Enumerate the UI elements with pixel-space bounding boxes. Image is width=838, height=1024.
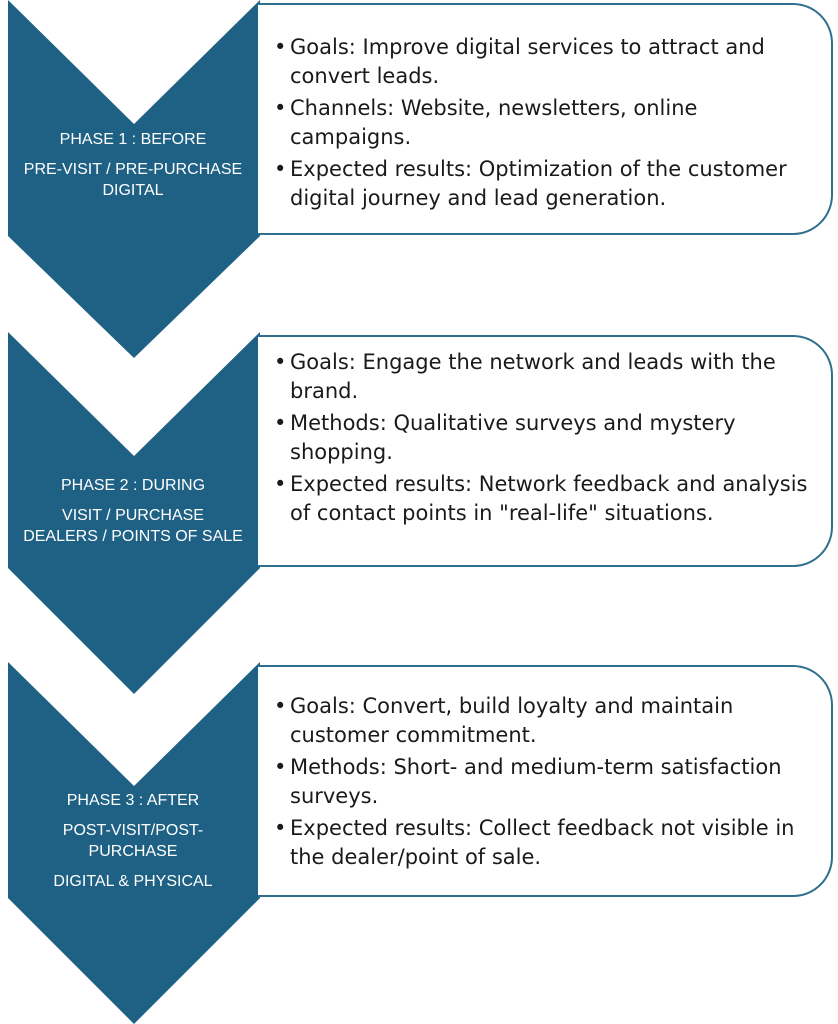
list-item: •Goals: Improve digital services to attr… [274, 35, 765, 88]
phase-1-list: •Goals: Improve digital services to attr… [258, 5, 831, 213]
phase-3-details-box: •Goals: Convert, build loyalty and maint… [258, 665, 833, 897]
phase-1-title: PHASE 1 : BEFORE [59, 131, 207, 148]
phase-3-chevron [0, 662, 260, 1024]
bullet-icon: • [274, 96, 287, 120]
phase-2-title: PHASE 2 : DURING [60, 477, 206, 494]
phase-2-list: •Goals: Engage the network and leads wit… [258, 337, 831, 528]
bullet-icon: • [274, 157, 287, 181]
phase-3-label: PHASE 3 : AFTER POST-VISIT/POST- PURCHAS… [6, 790, 260, 892]
phase-2-subtitle: VISIT / PURCHASE [62, 507, 204, 524]
bullet-icon: • [274, 350, 287, 374]
list-item: •Goals: Engage the network and leads wit… [274, 350, 776, 403]
bullet-icon: • [274, 472, 287, 496]
list-item: •Methods: Short- and medium-term satisfa… [274, 755, 782, 808]
phase-1-subtitle: PRE-VISIT / PRE-PURCHASE [23, 161, 243, 178]
list-item: •Goals: Convert, build loyalty and maint… [274, 694, 734, 747]
phase-3-subtitle-line-2: PURCHASE [88, 843, 178, 860]
phase-1-channel: DIGITAL [102, 182, 164, 199]
list-item: •Methods: Qualitative surveys and myster… [274, 411, 736, 464]
bullet-icon: • [274, 694, 287, 718]
phase-2-details-box: •Goals: Engage the network and leads wit… [258, 335, 833, 567]
phase-2-chevron [0, 332, 260, 694]
phase-2-label: PHASE 2 : DURING VISIT / PURCHASE DEALER… [6, 475, 260, 547]
phase-2-channel: DEALERS / POINTS OF SALE [23, 528, 243, 545]
phase-3-list: •Goals: Convert, build loyalty and maint… [258, 667, 831, 872]
list-item: •Expected results: Optimization of the c… [274, 157, 787, 210]
bullet-icon: • [274, 755, 287, 779]
phase-1-chevron [0, 0, 260, 358]
bullet-icon: • [274, 35, 287, 59]
phase-1-details-box: •Goals: Improve digital services to attr… [258, 3, 833, 235]
phase-3-channel: DIGITAL & PHYSICAL [53, 873, 213, 890]
bullet-icon: • [274, 816, 287, 840]
list-item: •Channels: Website, newsletters, online … [274, 96, 698, 149]
phase-1-label: PHASE 1 : BEFORE PRE-VISIT / PRE-PURCHAS… [6, 129, 260, 201]
list-item: •Expected results: Collect feedback not … [274, 816, 795, 869]
bullet-icon: • [274, 411, 287, 435]
phase-3-subtitle-line-1: POST-VISIT/POST- [62, 822, 204, 839]
list-item: •Expected results: Network feedback and … [274, 472, 808, 525]
phase-3-title: PHASE 3 : AFTER [66, 792, 200, 809]
